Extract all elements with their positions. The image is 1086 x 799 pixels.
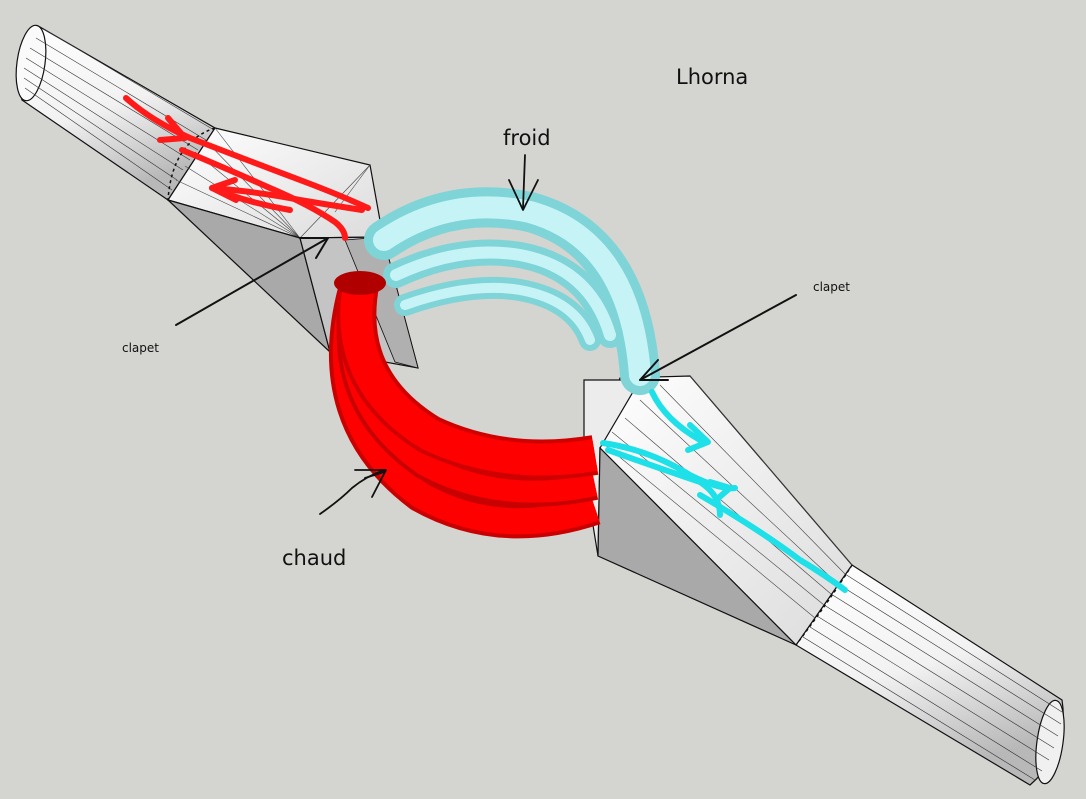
cold-flow-line-4 — [697, 492, 848, 593]
cold-pipe-inner-hi — [400, 282, 595, 345]
cold-pipes — [364, 187, 660, 395]
right-cone-underside — [597, 446, 797, 646]
hot-flow-line-4 — [227, 192, 293, 213]
cold-arrow-icon — [508, 154, 539, 211]
valve-left-pointer — [175, 237, 329, 326]
right-tube-lines — [802, 573, 1063, 781]
right-pipe-assembly — [583, 375, 1065, 786]
valve-right-pointer — [639, 294, 797, 381]
left-tube-lines — [23, 28, 215, 191]
cold-label: froid — [503, 126, 551, 150]
valve-right-pointer-head — [639, 359, 669, 381]
hot-flow-line-3 — [209, 185, 365, 213]
cold-flow-arrow-2 — [707, 479, 733, 503]
cold-flow-arrow-1 — [685, 422, 711, 453]
hot-flow-strokes — [123, 95, 371, 241]
valve-left-pointer-head — [299, 237, 329, 259]
cold-flow-strokes — [600, 389, 848, 593]
cold-flow-line-1 — [649, 389, 703, 443]
left-tube-end — [15, 24, 47, 102]
cold-pipe-outer-hi — [373, 196, 651, 386]
right-tube — [795, 564, 1064, 786]
hot-flow-line-1 — [123, 95, 371, 211]
valve-left-label: clapet — [122, 341, 159, 355]
hot-arrow-icon — [319, 469, 387, 515]
cold-pipe-mid-hi — [390, 246, 616, 341]
author-label: Lhorna — [676, 65, 749, 89]
annotations — [175, 154, 797, 515]
hot-label: chaud — [282, 546, 347, 570]
valve-right-label: clapet — [813, 280, 850, 294]
hot-pipes — [328, 271, 601, 539]
hot-pipe-end — [334, 271, 386, 295]
hot-flow-arrow-1 — [157, 115, 188, 143]
hot-pipe-front-fill — [340, 276, 598, 476]
